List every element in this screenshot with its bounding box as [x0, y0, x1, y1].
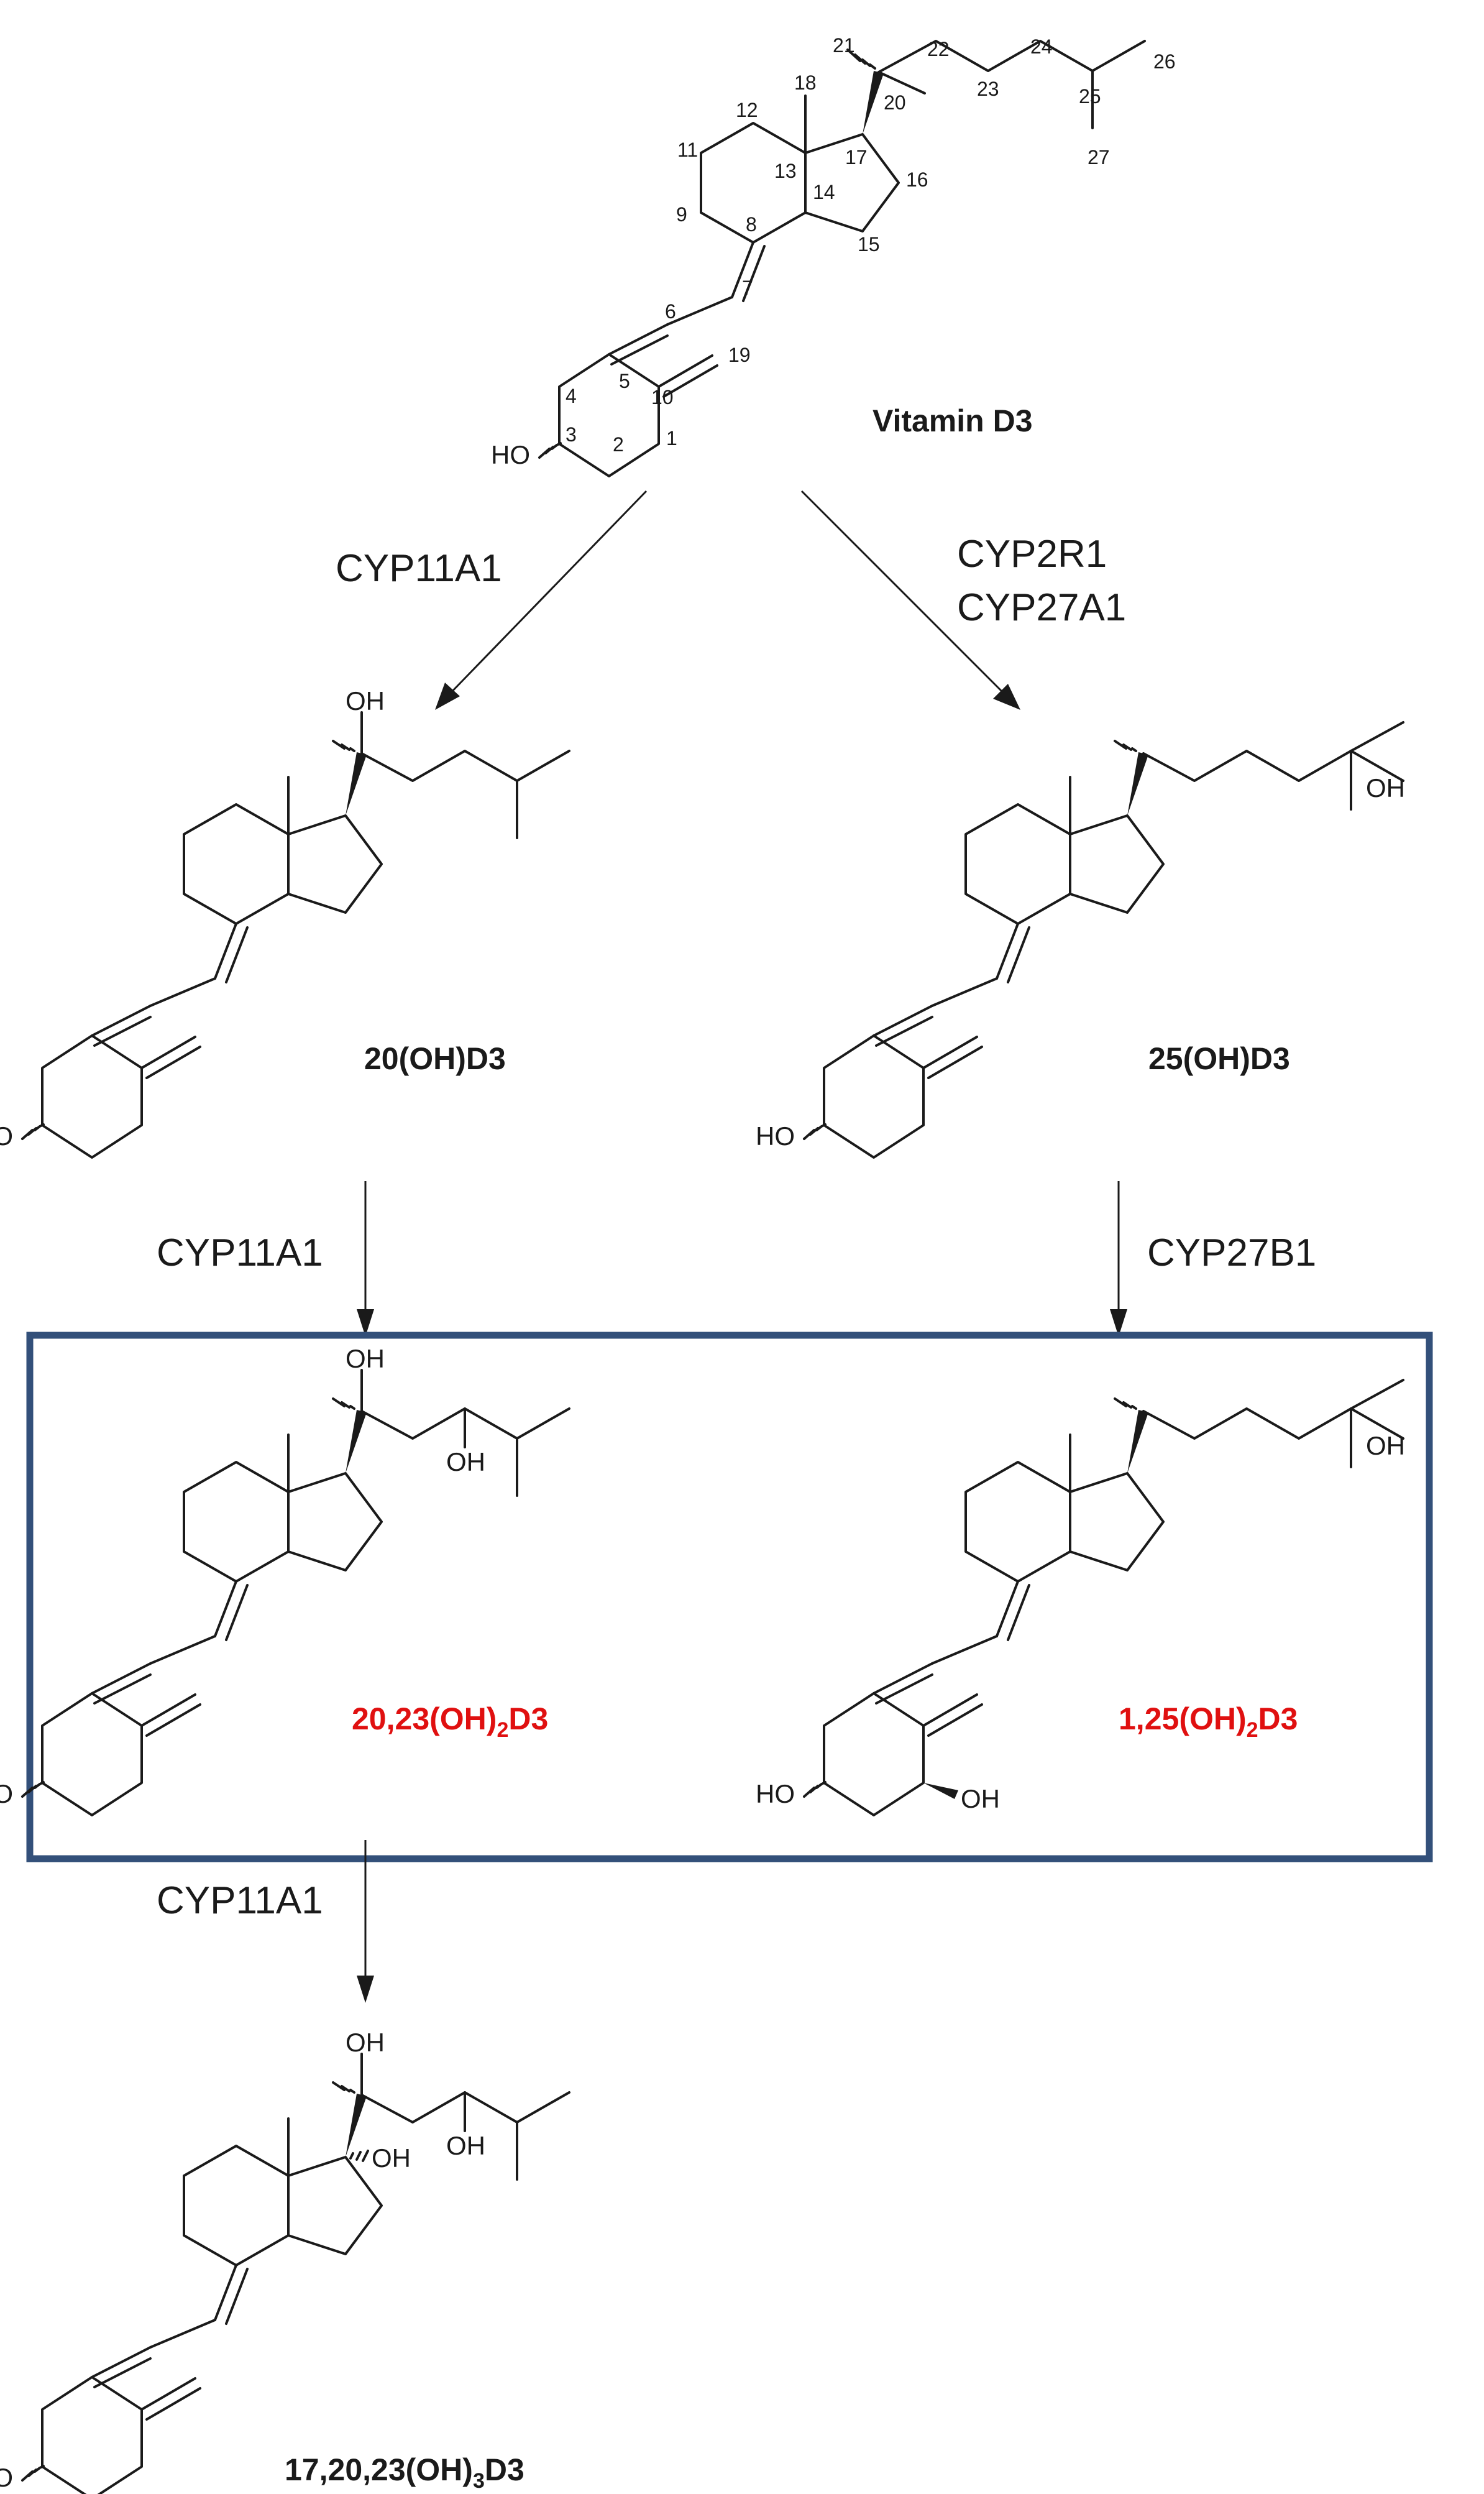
- arrow-cyp11a1-2: [357, 1181, 374, 1337]
- svg-text:18: 18: [794, 71, 817, 94]
- 172023-oh23-label: OH: [446, 2131, 485, 2160]
- carbon-numbering: 1 2 3 4 5 6 7 8 9 10 11 12 13 14 15 16 1…: [566, 34, 1176, 456]
- vitd3-ho-label: HO: [491, 440, 530, 469]
- svg-text:7: 7: [742, 277, 753, 299]
- svg-text:24: 24: [1030, 35, 1053, 58]
- arrow-cyp27b1: [1110, 1181, 1127, 1337]
- 25oh-oh-label: OH: [1366, 773, 1405, 803]
- svg-text:21: 21: [833, 34, 855, 57]
- 125-oh1-label: OH: [961, 1784, 1000, 1813]
- svg-text:10: 10: [651, 386, 674, 408]
- svg-text:20: 20: [884, 91, 906, 114]
- 172023oh3-d3-structure: OH OH OH HO: [0, 2028, 570, 2494]
- enzyme-cyp11a1-2: CYP11A1: [157, 1231, 323, 1274]
- enzyme-cyp11a1-1: CYP11A1: [336, 547, 502, 590]
- 125-oh25-label: OH: [1366, 1431, 1405, 1460]
- arrow-cyp11a1-3: [357, 1840, 374, 2003]
- svg-text:2: 2: [613, 433, 624, 456]
- svg-text:13: 13: [774, 160, 797, 182]
- svg-text:27: 27: [1088, 146, 1110, 168]
- svg-text:14: 14: [813, 181, 835, 203]
- svg-text:23: 23: [977, 78, 999, 100]
- 20oh-ho-label: HO: [0, 1121, 13, 1151]
- svg-text:9: 9: [676, 203, 687, 226]
- 2023oh2-d3-structure: OH OH HO: [0, 1344, 570, 1816]
- svg-text:26: 26: [1153, 50, 1176, 73]
- svg-text:12: 12: [736, 99, 758, 121]
- svg-text:3: 3: [566, 423, 577, 446]
- 2023-oh20-label: OH: [346, 1344, 385, 1373]
- 20oh-d3-structure: OH HO: [0, 686, 570, 1159]
- svg-text:22: 22: [927, 38, 950, 60]
- svg-text:11: 11: [677, 139, 698, 161]
- 25oh-ho-label: HO: [756, 1121, 795, 1151]
- 172023-ho-label: HO: [0, 2463, 13, 2492]
- 172023-oh17-label: OH: [372, 2143, 411, 2173]
- svg-text:4: 4: [566, 385, 577, 407]
- 2023oh2-d3-label: 20,23(OH)2D3: [352, 1701, 548, 1742]
- svg-text:8: 8: [746, 213, 757, 236]
- arrow-cyp2r1: [800, 490, 1020, 710]
- enzyme-cyp27b1: CYP27B1: [1147, 1231, 1316, 1274]
- 20oh-d3-label: 20(OH)D3: [364, 1041, 506, 1076]
- enzyme-cyp11a1-3: CYP11A1: [157, 1879, 323, 1922]
- svg-text:17: 17: [845, 146, 868, 168]
- 125oh2-d3-structure: OH OH HO: [756, 1379, 1405, 1816]
- 172023oh3-d3-label: 17,20,23(OH)3D3: [285, 2452, 524, 2493]
- 20oh-oh-label: OH: [346, 686, 385, 716]
- enzyme-cyp2r1: CYP2R1: [957, 533, 1107, 576]
- svg-text:5: 5: [619, 370, 630, 392]
- vitamin-d3-label: Vitamin D3: [873, 403, 1033, 438]
- svg-text:25: 25: [1079, 85, 1101, 108]
- enzyme-cyp27a1: CYP27A1: [957, 586, 1126, 629]
- 25oh-d3-structure: OH HO: [756, 721, 1405, 1159]
- arrow-cyp11a1-1: [435, 490, 648, 710]
- 125-ho-label: HO: [756, 1779, 795, 1808]
- svg-text:6: 6: [665, 300, 676, 323]
- svg-text:15: 15: [858, 233, 880, 255]
- 2023-oh23-label: OH: [446, 1447, 485, 1476]
- 172023-oh20-label: OH: [346, 2028, 385, 2057]
- 25oh-d3-label: 25(OH)D3: [1148, 1041, 1290, 1076]
- svg-text:19: 19: [728, 344, 751, 366]
- highlight-box: [26, 1332, 1433, 1862]
- svg-text:1: 1: [666, 427, 677, 449]
- 2023-ho-label: HO: [0, 1779, 13, 1808]
- 125oh2-d3-label: 1,25(OH)2D3: [1119, 1701, 1298, 1742]
- vitamin-d3-structure: HO 1 2 3 4 5 6 7 8 9 10 11 12 13 14 15 1…: [491, 34, 1176, 477]
- svg-text:16: 16: [906, 168, 928, 191]
